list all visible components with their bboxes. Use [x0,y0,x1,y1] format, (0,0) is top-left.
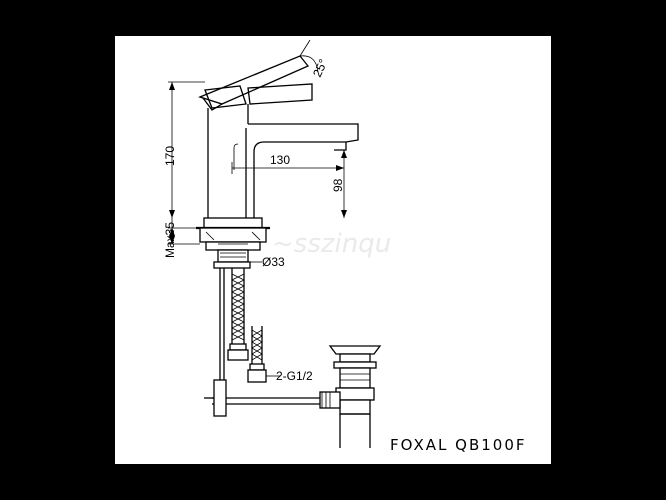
dimension-lines [168,39,347,377]
watermark: ~sszinqu [272,229,391,259]
height-label: 170 [163,146,177,166]
hole-diameter-label: Ø33 [262,255,285,269]
max-deck-label: Max35 [163,222,177,258]
model-label: FOXAL QB100F [390,436,527,454]
pop-up-drain [204,345,382,448]
flexible-hoses [219,268,267,383]
faucet-body [196,55,359,269]
spout-height-label: 98 [331,178,345,192]
spout-reach-label: 130 [270,153,290,167]
connection-label: 2-G1/2 [276,369,313,383]
base-flange [203,217,263,229]
